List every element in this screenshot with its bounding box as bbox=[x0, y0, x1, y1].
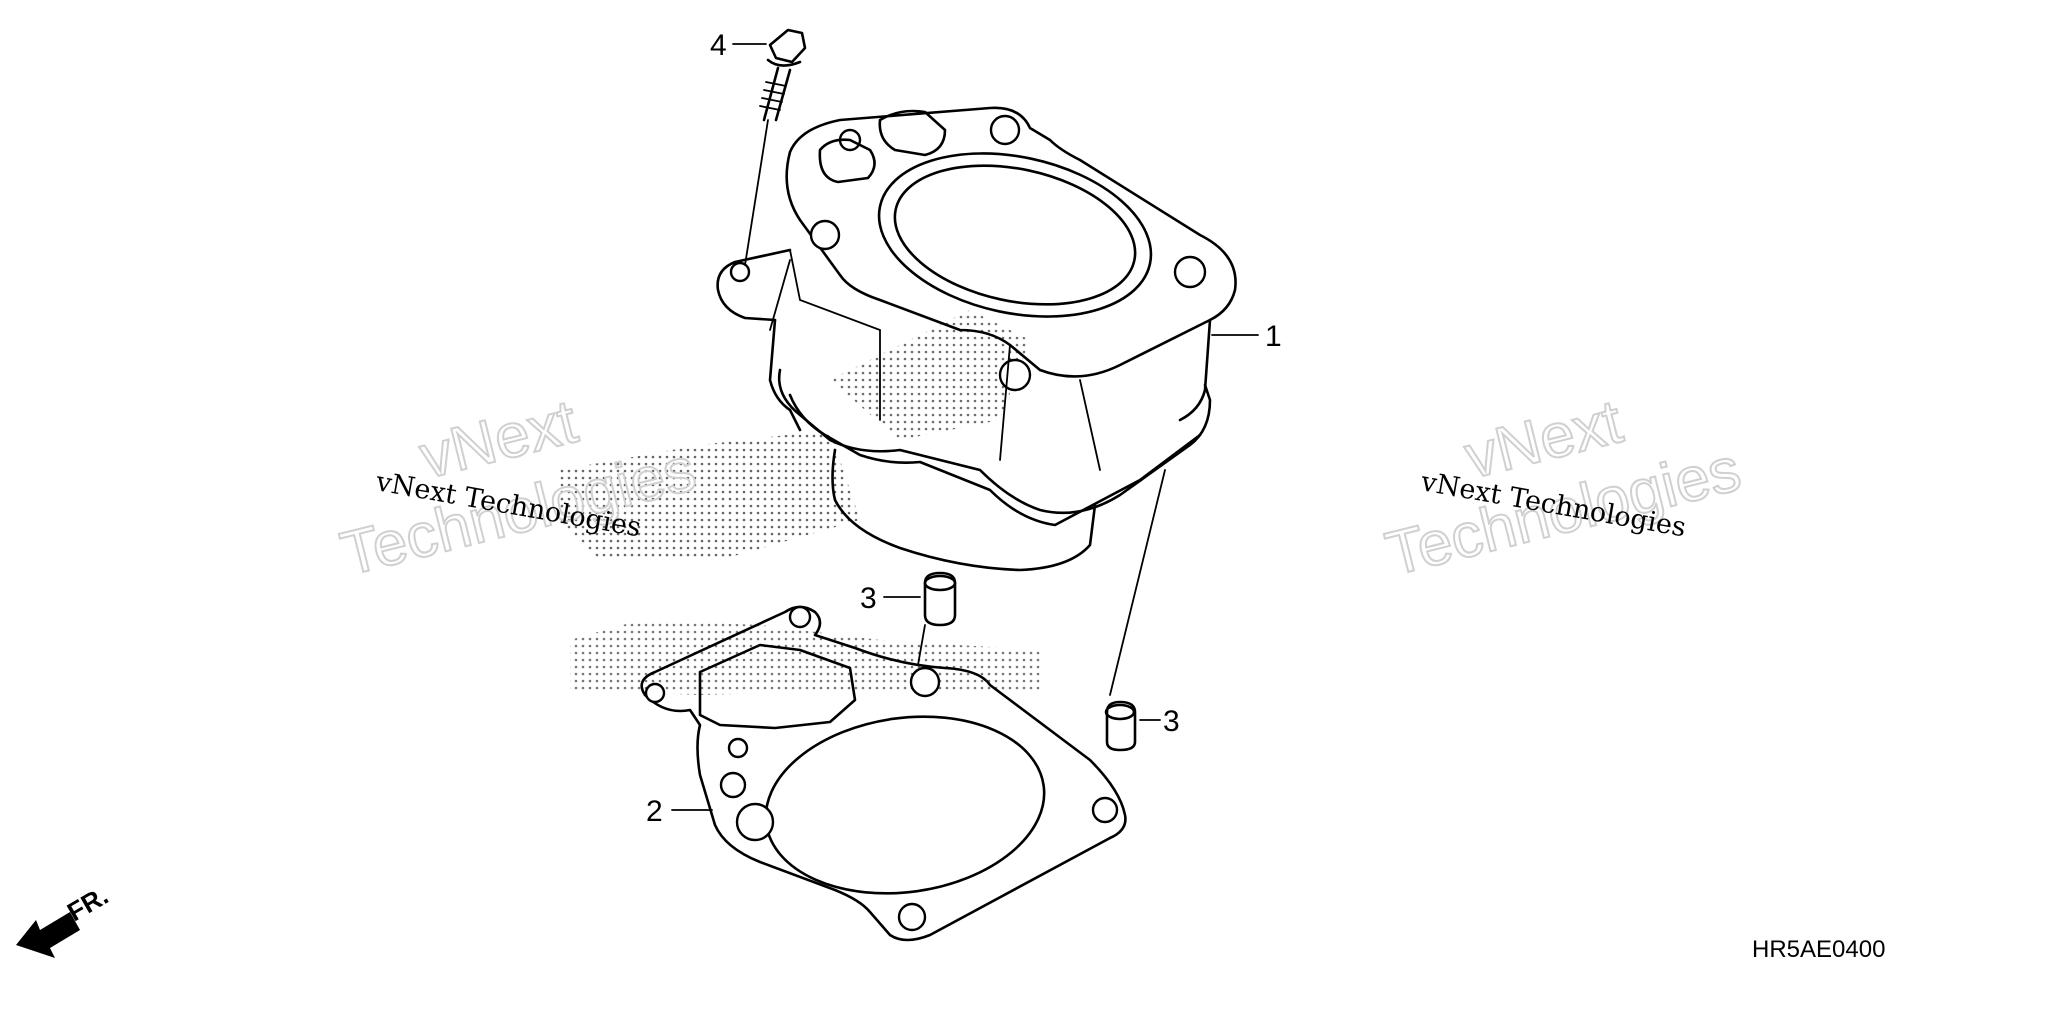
bolt-leader-line bbox=[744, 119, 769, 266]
callout-label: 3 bbox=[1163, 705, 1180, 738]
dowel-right-leader-line bbox=[1109, 469, 1166, 696]
flange-bolt[interactable] bbox=[759, 28, 807, 122]
dowel-pin-left[interactable] bbox=[923, 571, 957, 627]
dowel-pin-right[interactable] bbox=[1104, 700, 1137, 752]
callout-3-right[interactable]: 3 bbox=[1139, 705, 1180, 738]
cylinder-base-gasket[interactable] bbox=[640, 605, 1127, 942]
cylinder-part[interactable] bbox=[716, 106, 1237, 572]
callout-3-left[interactable]: 3 bbox=[860, 582, 921, 615]
diagram-code: HR5AE0400 bbox=[1752, 936, 1885, 963]
callout-label: 4 bbox=[710, 29, 727, 62]
callout-label: 1 bbox=[1265, 320, 1282, 353]
callout-2[interactable]: 2 bbox=[646, 795, 713, 828]
callout-label: 2 bbox=[646, 795, 663, 828]
callout-4[interactable]: 4 bbox=[710, 29, 767, 62]
callout-label: 3 bbox=[860, 582, 877, 615]
watermark-right: vNext Technologies bbox=[1378, 386, 1748, 590]
front-direction-arrow: FR. bbox=[16, 880, 113, 958]
dowel-left-leader-line bbox=[917, 624, 926, 666]
callout-1[interactable]: 1 bbox=[1211, 320, 1282, 353]
